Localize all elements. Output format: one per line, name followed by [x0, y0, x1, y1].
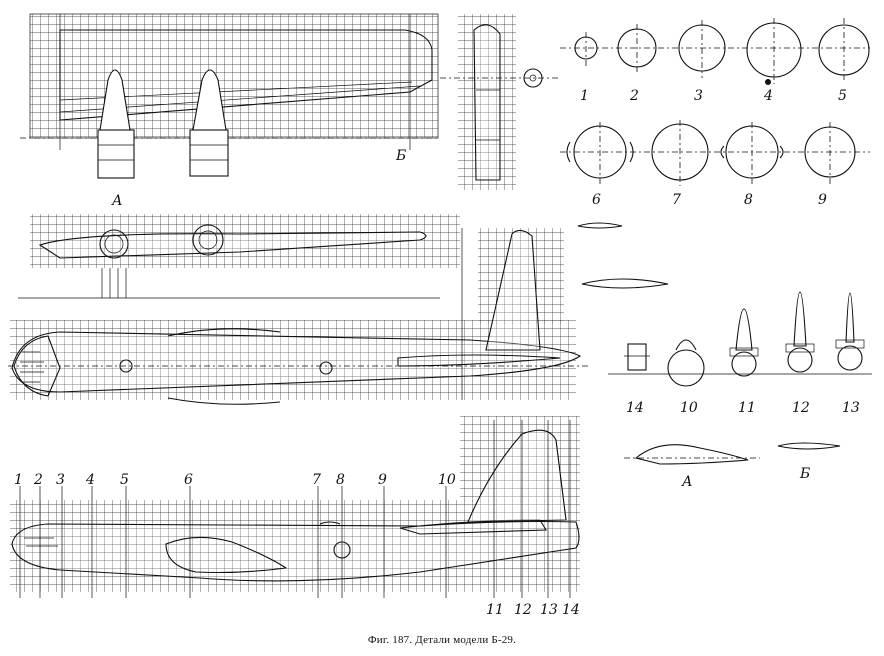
section-number: 2	[629, 88, 639, 104]
section-number: 3	[694, 88, 703, 104]
station-number: 12	[514, 602, 532, 618]
station-ticks	[19, 420, 571, 598]
figure-caption: Фиг. 187. Детали модели Б-29.	[367, 634, 517, 646]
station-number: 5	[120, 472, 129, 488]
nacelle-b	[189, 69, 229, 177]
airfoil-sections: А Б	[577, 222, 841, 490]
label-a-profile: А	[681, 474, 693, 490]
tail-part-11	[729, 308, 759, 377]
station-number: 9	[378, 472, 387, 488]
label-b-profile: Б	[799, 466, 810, 482]
tail-part-13	[835, 292, 865, 371]
station-number: 2	[33, 472, 43, 488]
wing-grid	[30, 14, 438, 138]
nacelle-a	[97, 69, 135, 179]
tail-number: 14	[626, 400, 644, 416]
section-number: 8	[744, 192, 753, 208]
tail-number: 13	[842, 400, 860, 416]
section-number: 4	[763, 88, 773, 104]
section-number: 7	[672, 192, 681, 208]
station-number: 6	[184, 472, 193, 488]
section-number: 5	[838, 88, 847, 104]
nacelle-side-view	[440, 14, 560, 190]
section-number: 1	[580, 88, 589, 104]
fuselage-plan-view	[8, 228, 590, 405]
tail-number: 10	[680, 400, 698, 416]
tail-details: 14 10 11 12 13	[608, 291, 872, 416]
station-number: 14	[562, 602, 580, 618]
wing-plan-view	[20, 13, 440, 179]
fuselage-side-view: 1 2 3 4 5 6 7 8 9 10 11 12 13 14	[10, 416, 580, 618]
station-number: 8	[336, 472, 345, 488]
tail-number: 11	[738, 400, 756, 416]
tail-number: 12	[792, 400, 810, 416]
station-number: 10	[438, 472, 456, 488]
station-number: 1	[14, 472, 23, 488]
section-number: 9	[818, 192, 827, 208]
fuselage-sections: 1 2 3 4 5 6 7 8 9	[560, 18, 870, 208]
tail-part-12	[785, 291, 815, 373]
station-number: 7	[312, 472, 321, 488]
tail-part-10	[667, 339, 705, 387]
label-a-top: А	[111, 193, 123, 209]
wing-front-view	[18, 214, 460, 299]
tail-part-14	[624, 343, 650, 371]
station-number: 4	[85, 472, 95, 488]
propeller-hub	[523, 68, 543, 88]
section-number: 6	[592, 192, 601, 208]
station-number: 11	[486, 602, 504, 618]
station-number: 13	[540, 602, 558, 618]
station-number: 3	[56, 472, 65, 488]
label-b-top: Б	[395, 148, 406, 164]
